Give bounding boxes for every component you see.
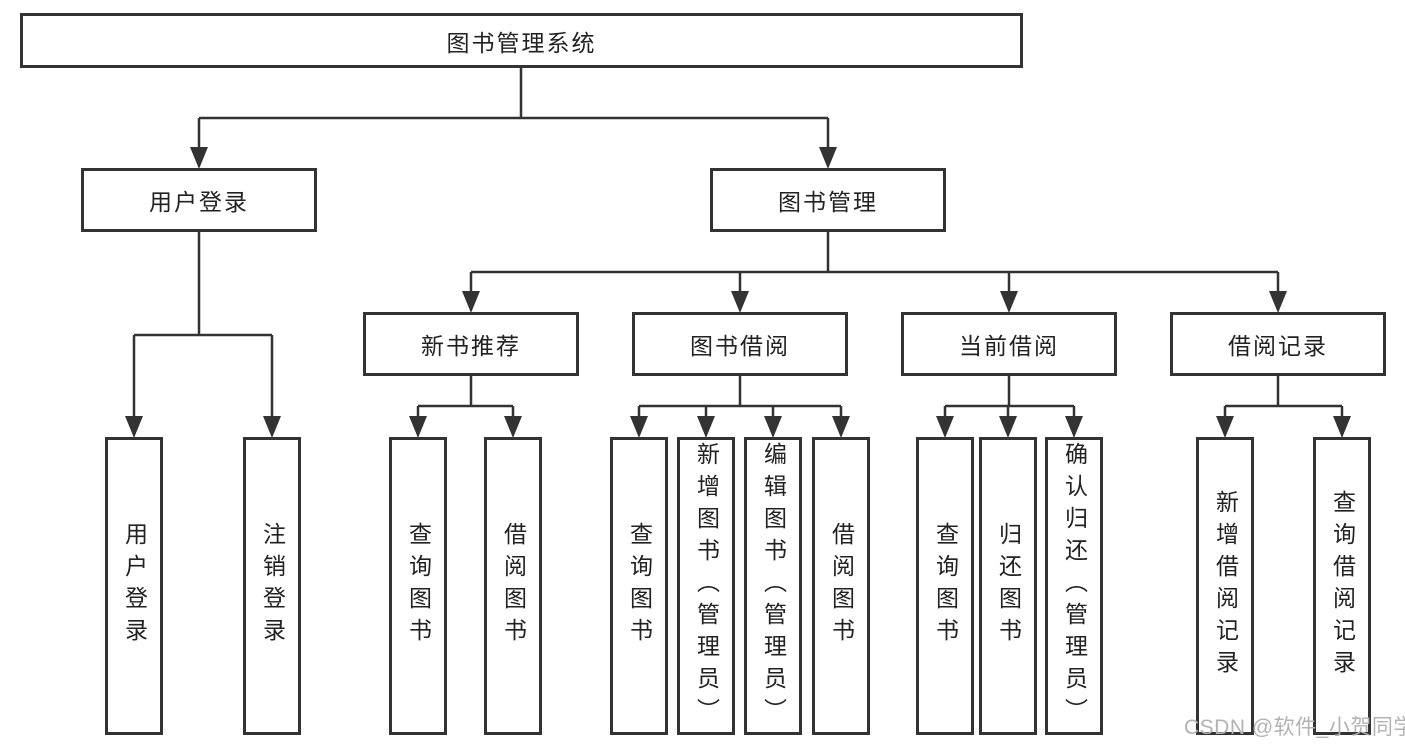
leaf-add-borrow-record: 新增借阅记录 bbox=[1196, 437, 1254, 735]
node-new-book-recommend: 新书推荐 bbox=[363, 312, 579, 376]
node-label: 借阅图书 bbox=[828, 522, 855, 650]
csdn-watermark: CSDN @软件_小贺同学 bbox=[1184, 716, 1405, 739]
node-label: 当前借阅 bbox=[959, 333, 1059, 359]
leaf-query-book-borrow: 查询图书 bbox=[610, 437, 668, 735]
leaf-borrow-book-recommend: 借阅图书 bbox=[484, 437, 542, 735]
leaf-return-book: 归还图书 bbox=[979, 437, 1037, 735]
node-label: 借阅记录 bbox=[1228, 333, 1328, 359]
leaf-user-login: 用户登录 bbox=[105, 437, 163, 735]
node-label: 图书管理 bbox=[778, 189, 878, 215]
leaf-add-book-admin: 新增图书（管理员） bbox=[677, 437, 735, 735]
node-label: 查询图书 bbox=[626, 522, 653, 650]
node-label: 图书管理系统 bbox=[446, 29, 597, 56]
node-current-borrow: 当前借阅 bbox=[901, 312, 1117, 376]
node-label: 用户登录 bbox=[121, 522, 148, 650]
leaf-edit-book-admin: 编辑图书（管理员） bbox=[744, 437, 802, 735]
leaf-logout: 注销登录 bbox=[243, 437, 301, 735]
node-label: 新增图书（管理员） bbox=[693, 442, 720, 730]
node-label: 查询图书 bbox=[932, 522, 959, 650]
node-label: 图书借阅 bbox=[690, 333, 790, 359]
leaf-borrow-book: 借阅图书 bbox=[812, 437, 870, 735]
leaf-query-book-recommend: 查询图书 bbox=[389, 437, 447, 735]
node-label: 编辑图书（管理员） bbox=[760, 442, 787, 730]
node-label: 借阅图书 bbox=[500, 522, 527, 650]
node-label: 归还图书 bbox=[995, 522, 1022, 650]
node-borrow-record: 借阅记录 bbox=[1170, 312, 1386, 376]
node-root-system: 图书管理系统 bbox=[20, 13, 1023, 68]
node-user-login: 用户登录 bbox=[81, 168, 317, 232]
node-label: 查询图书 bbox=[405, 522, 432, 650]
node-label: 查询借阅记录 bbox=[1329, 490, 1356, 682]
node-label: 用户登录 bbox=[149, 189, 249, 215]
node-label: 确认归还（管理员） bbox=[1061, 442, 1088, 730]
node-label: 新增借阅记录 bbox=[1212, 490, 1239, 682]
node-book-borrow: 图书借阅 bbox=[632, 312, 848, 376]
leaf-query-borrow-record: 查询借阅记录 bbox=[1313, 437, 1371, 735]
node-label: 注销登录 bbox=[259, 522, 286, 650]
node-label: 新书推荐 bbox=[421, 333, 521, 359]
node-book-management: 图书管理 bbox=[710, 168, 946, 232]
arrowhead-icons bbox=[125, 147, 1351, 438]
leaf-confirm-return-admin: 确认归还（管理员） bbox=[1045, 437, 1103, 735]
leaf-query-book-current: 查询图书 bbox=[916, 437, 974, 735]
